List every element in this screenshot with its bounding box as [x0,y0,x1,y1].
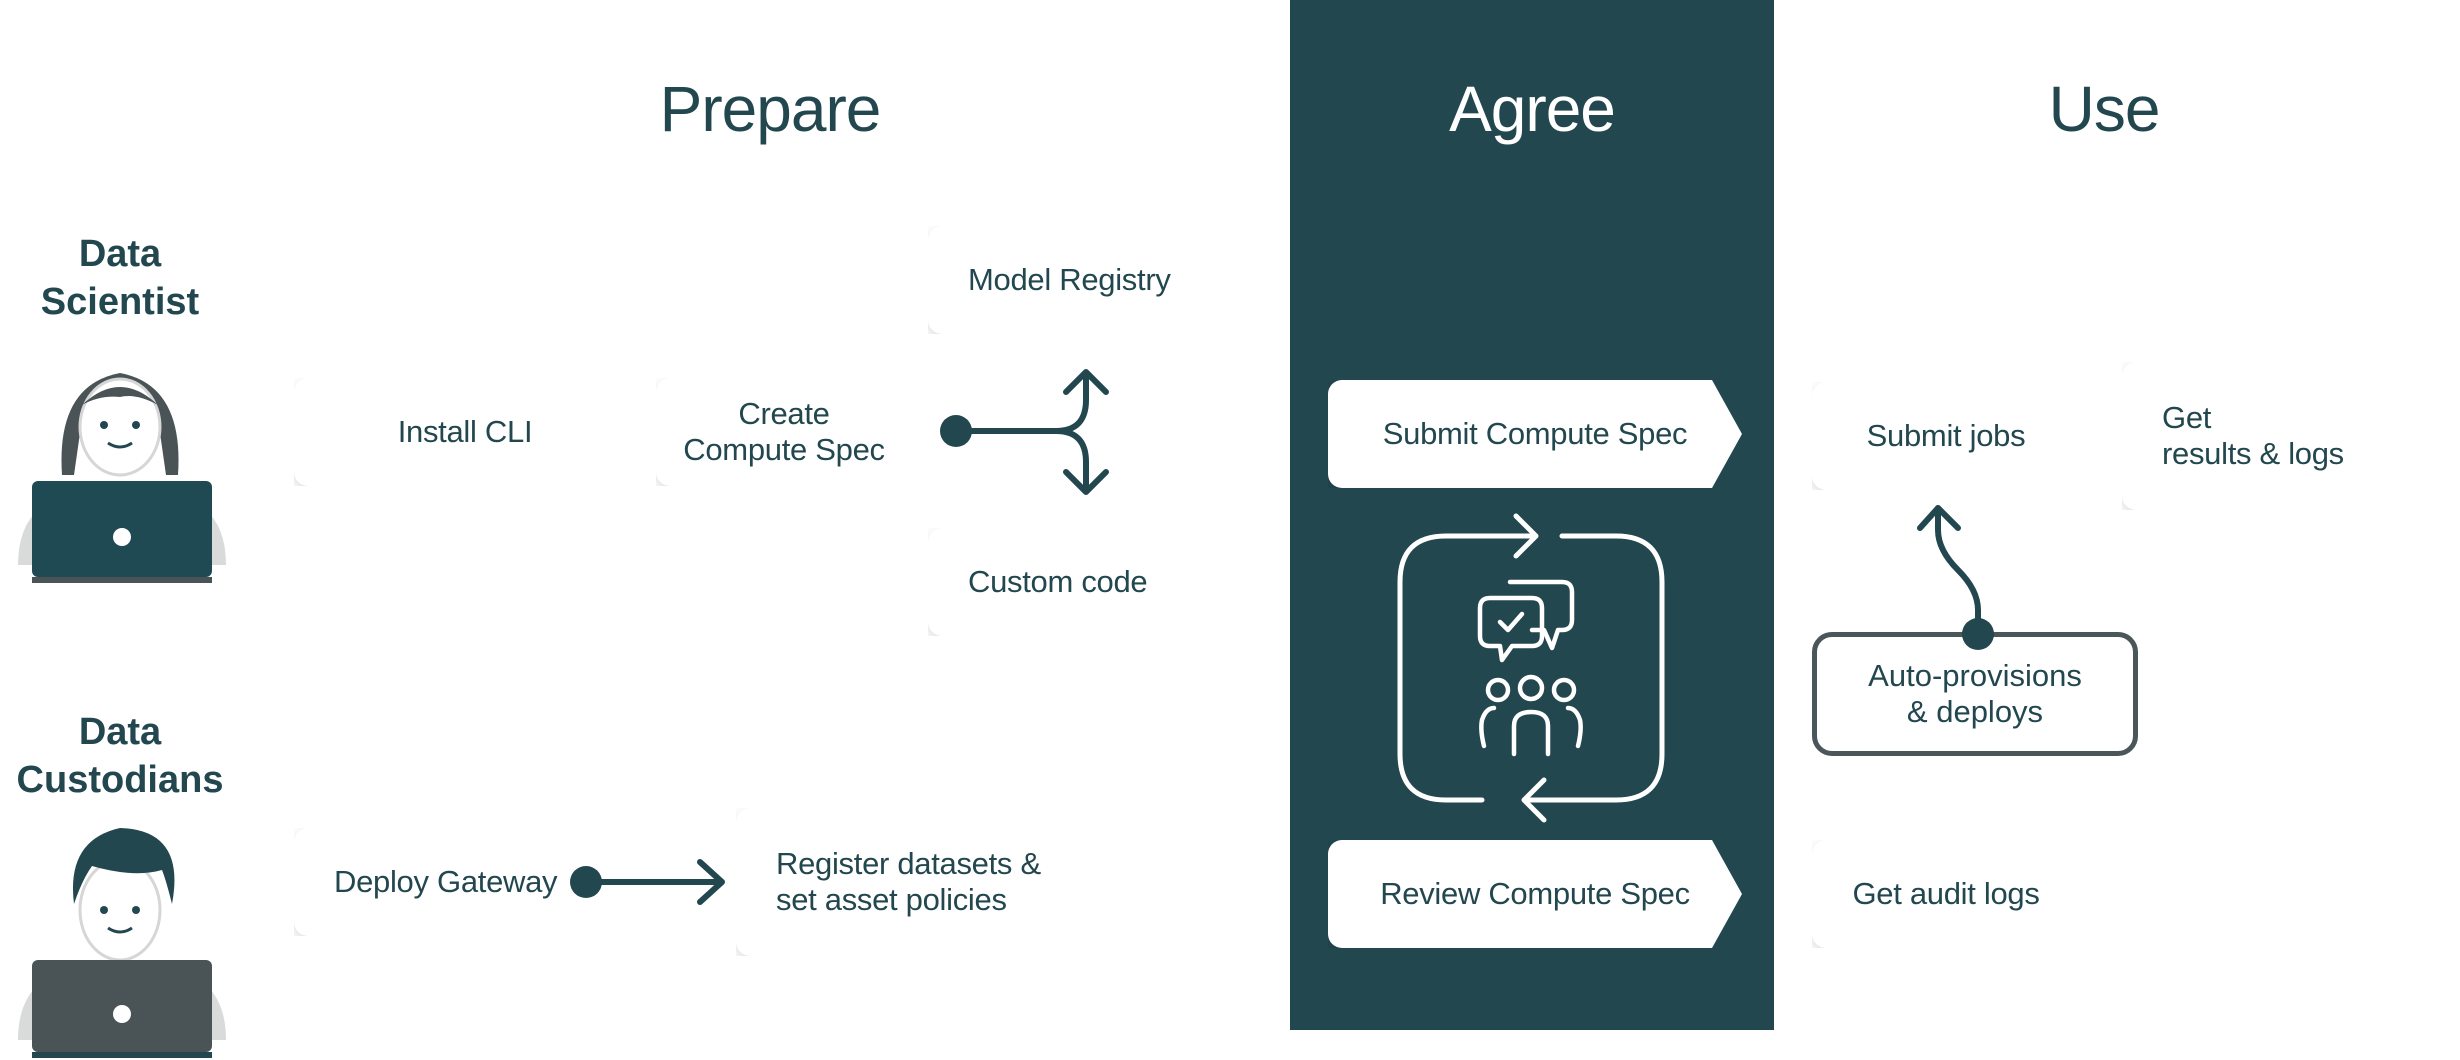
refresh-cycle-icon [1397,513,1665,823]
team-icon [1479,674,1583,757]
step-install-cli: Install CLI [294,378,636,486]
role-data-custodians: Data Custodians [16,711,224,801]
data-scientist-avatar [18,373,226,583]
step-model-registry: Model Registry [928,226,1252,334]
gateway-to-register-arrow [583,859,725,905]
stage-heading-prepare: Prepare [659,73,882,145]
data-custodian-avatar [18,828,226,1058]
role-data-scientist: Data Scientist [40,233,200,323]
step-auto-provisions: Auto-provisions & deploys [1812,632,2138,756]
step-review-compute-spec: Review Compute Spec [1328,840,1742,948]
branch-connector-dot [940,415,972,447]
step-get-audit-logs: Get audit logs [1812,840,2080,948]
step-create-compute-spec: Create Compute Spec [656,378,912,486]
stage-heading-use: Use [2048,73,2161,145]
step-get-results-logs: Get results & logs [2122,362,2420,510]
step-register-datasets: Register datasets & set asset policies [736,808,1142,956]
stage-heading-agree: Agree [1449,73,1616,145]
gateway-arrow-dot [570,866,602,898]
step-custom-code: Custom code [928,528,1252,636]
auto-provisions-dot [1962,618,1994,650]
branch-connector [953,369,1109,495]
auto-provisions-arrow [1917,505,1981,637]
chat-approve-icon [1477,579,1575,663]
step-submit-jobs: Submit jobs [1812,382,2080,490]
step-submit-compute-spec: Submit Compute Spec [1328,380,1742,488]
